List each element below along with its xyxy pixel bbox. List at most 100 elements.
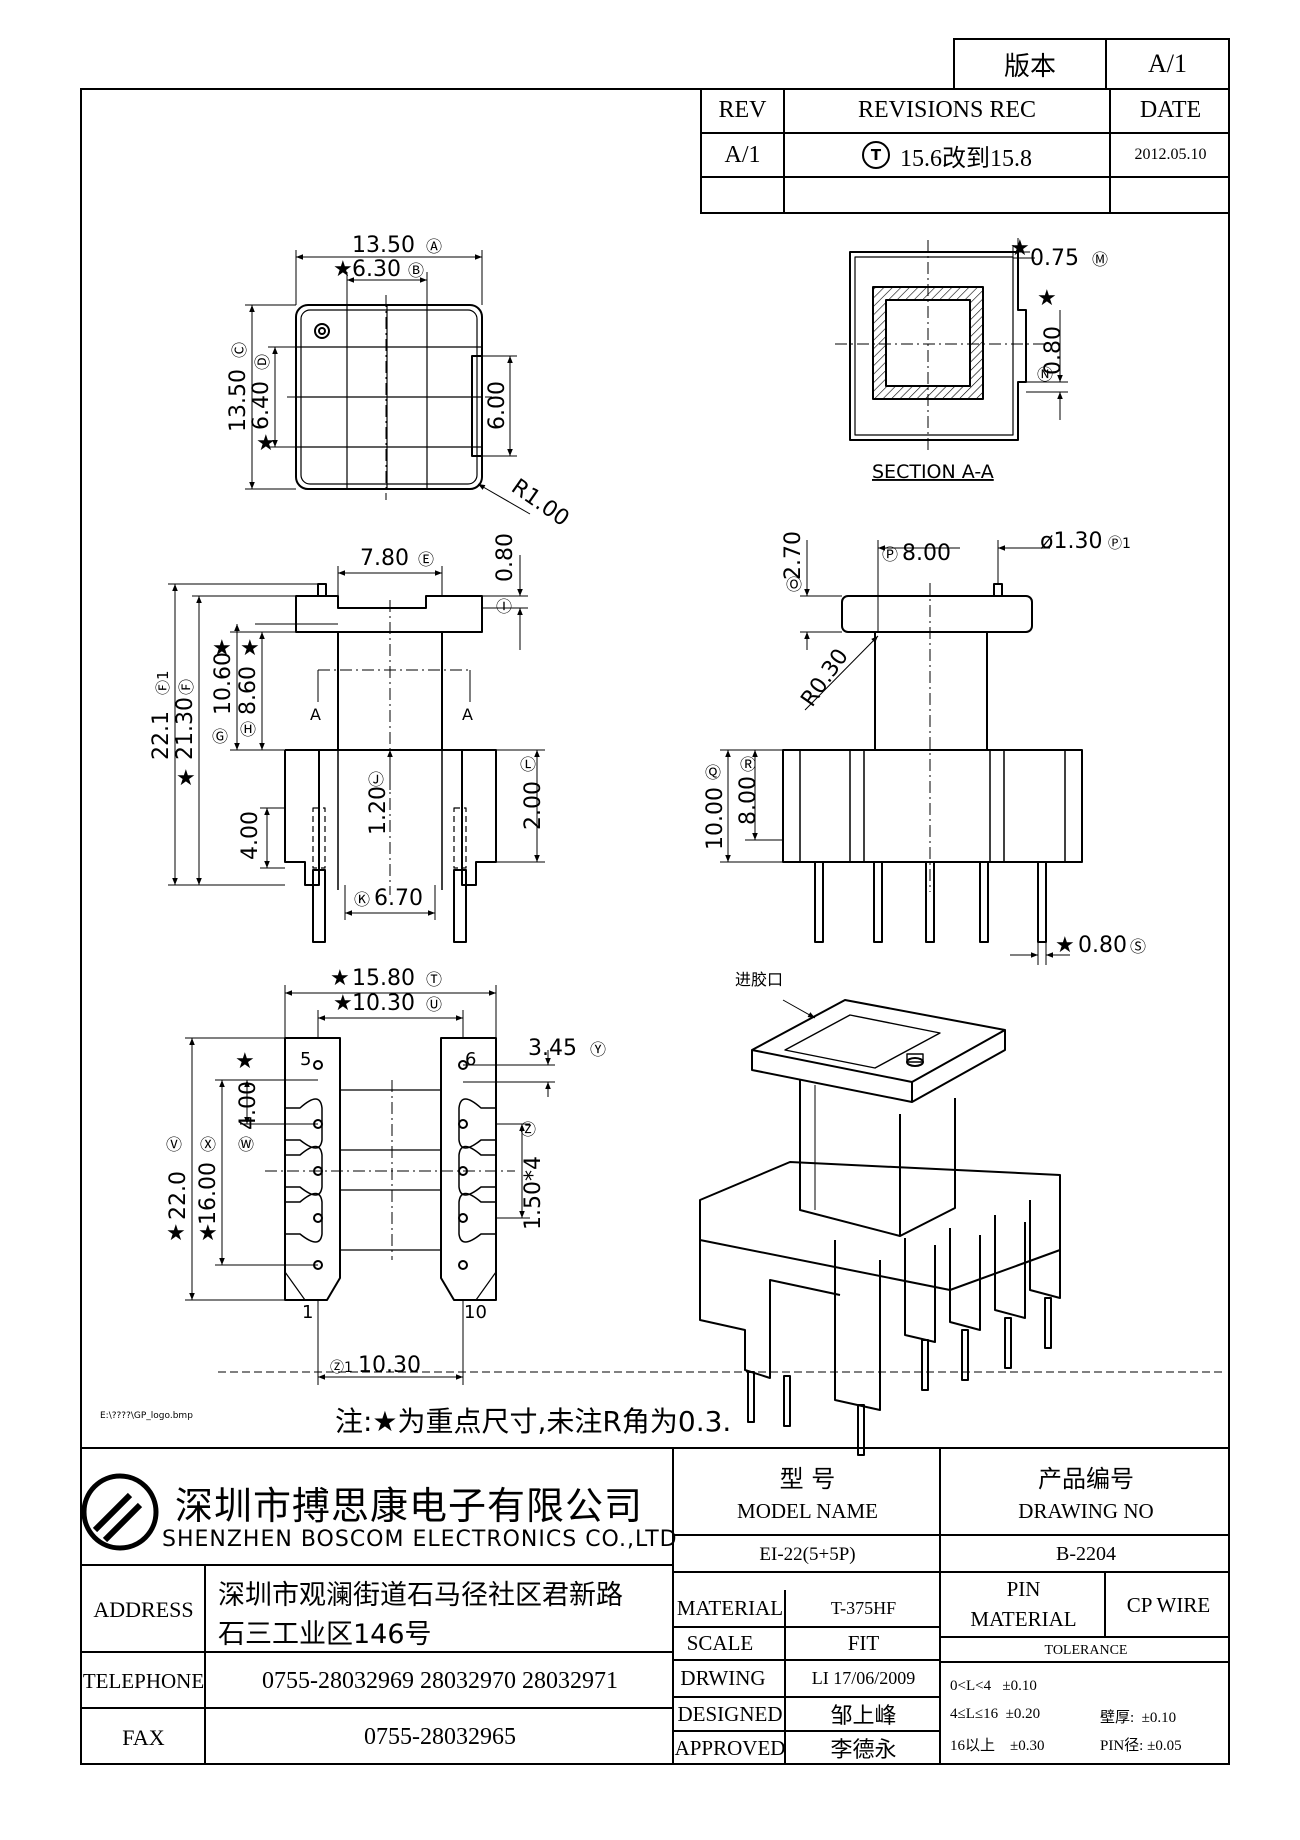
dim-s: 0.80 xyxy=(1078,933,1127,958)
approved-value: 李德永 xyxy=(830,1738,897,1763)
tolerance-row-3: 16以上 ±0.30 xyxy=(950,1738,1045,1754)
company-name-cn: 深圳市搏思康电子有限公司 xyxy=(175,1484,644,1528)
tag-q: Ⓠ xyxy=(705,763,721,782)
dim-b: 6.30 xyxy=(352,257,401,282)
pin-10: 10 xyxy=(464,1302,487,1323)
rev-value: A/1 xyxy=(724,141,761,168)
tag-f1: Ⓕ1 xyxy=(154,670,172,695)
dim-a: 13.50 xyxy=(352,233,415,258)
dim-f1: 22.1 xyxy=(149,711,174,760)
company-logo-icon xyxy=(81,1473,159,1551)
tolerance-wall: 壁厚: ±0.10 xyxy=(1100,1710,1177,1726)
material-value: T-375HF xyxy=(830,1598,897,1618)
revision-text: 15.6改到15.8 xyxy=(900,145,1032,172)
dim-z1: 10.30 xyxy=(358,1353,421,1378)
model-label-en: MODEL NAME xyxy=(737,1498,878,1523)
dim-k: 6.70 xyxy=(374,886,423,911)
scale-label: SCALE xyxy=(686,1631,754,1655)
tag-r: Ⓡ xyxy=(740,755,756,774)
pin-material-label-2: MATERIAL xyxy=(970,1607,1077,1631)
drawing-label: DRWING xyxy=(680,1666,766,1690)
telephone-value: 0755-28032969 28032970 28032971 xyxy=(262,1667,618,1694)
dim-slot: 6.00 xyxy=(485,381,510,430)
isometric-view xyxy=(699,999,1061,1456)
dim-z: 1.50*4 xyxy=(521,1156,546,1230)
tag-i: Ⓘ xyxy=(496,597,512,616)
address-label: ADDRESS xyxy=(93,1596,194,1622)
drawing-note: 注:★为重点尺寸,未注R角为0.3. xyxy=(335,1405,732,1438)
telephone-label: TELEPHONE xyxy=(82,1668,205,1693)
star-h: ★ xyxy=(240,636,260,661)
pin-material-label-1: PIN xyxy=(1006,1576,1041,1601)
material-label: MATERIAL xyxy=(676,1596,784,1620)
dim-o: 2.70 xyxy=(781,531,806,580)
star-s: ★ xyxy=(1055,933,1075,958)
drawing-frame xyxy=(80,88,1230,1765)
radius-top: R1.00 xyxy=(507,474,574,531)
approved-label: APPROVED xyxy=(674,1735,786,1760)
rev-date: 2012.05.10 xyxy=(1134,146,1207,163)
pin-1: 1 xyxy=(302,1302,313,1323)
star-w: ★ xyxy=(235,1049,255,1074)
version-box: 版本 A/1 xyxy=(953,38,1230,88)
tolerance-row-1: 0<L<4 ±0.10 xyxy=(950,1678,1037,1694)
tag-t: Ⓣ xyxy=(426,970,442,989)
dim-f: 21.30 xyxy=(173,697,198,760)
gate-label: 进胶口 xyxy=(735,970,783,989)
tag-u: Ⓤ xyxy=(426,995,442,1014)
star-d: ★ xyxy=(256,431,276,456)
fax-label: FAX xyxy=(122,1724,165,1750)
tag-k: Ⓚ xyxy=(354,890,370,909)
tag-y: Ⓨ xyxy=(590,1040,606,1059)
date-header: DATE xyxy=(1139,96,1202,123)
section-mark-left: A xyxy=(310,705,321,724)
front-view xyxy=(168,555,545,943)
side-view xyxy=(720,540,1083,965)
tag-s: Ⓢ xyxy=(1130,937,1146,956)
star-m: ★ xyxy=(1010,236,1030,261)
revision-mark-icon: T xyxy=(862,141,890,169)
dim-r: 8.00 xyxy=(736,776,761,825)
rev-header: REV xyxy=(718,96,767,123)
designed-value: 邹上峰 xyxy=(830,1704,897,1729)
star-t: ★ xyxy=(330,966,350,991)
section-view xyxy=(835,238,1068,452)
tag-e: Ⓔ xyxy=(418,550,434,569)
tag-o: Ⓞ xyxy=(786,575,802,594)
bottom-view xyxy=(185,985,1225,1385)
dim-t: 15.80 xyxy=(352,966,415,991)
address-line2: 石三工业区146号 xyxy=(218,1619,432,1650)
dim-4: 4.00 xyxy=(238,811,263,860)
version-label: 版本 xyxy=(955,40,1107,88)
drawing-value: LI 17/06/2009 xyxy=(811,1668,916,1688)
designed-label: DESIGNED xyxy=(677,1701,783,1726)
scale-value: FIT xyxy=(847,1631,880,1655)
radius-side: R0.30 xyxy=(796,644,853,711)
tag-m: Ⓜ xyxy=(1092,250,1108,269)
dim-n: 0.80 xyxy=(1041,326,1066,375)
star-f: ★ xyxy=(176,766,196,791)
tolerance-pin: PIN径: ±0.05 xyxy=(1100,1738,1182,1754)
tag-c: Ⓒ xyxy=(230,342,249,358)
tag-d: Ⓓ xyxy=(253,354,272,370)
address-line1: 深圳市观澜街道石马径社区君新路 xyxy=(218,1580,623,1611)
drawing-no-label-en: DRAWING NO xyxy=(1018,1498,1154,1523)
top-view xyxy=(245,250,531,515)
dim-g: 10.60 xyxy=(211,652,236,715)
tag-x: Ⓧ xyxy=(200,1135,216,1154)
dim-u: 10.30 xyxy=(352,991,415,1016)
model-value: EI-22(5+5P) xyxy=(759,1543,856,1565)
section-mark-right: A xyxy=(462,705,473,724)
rec-header: REVISIONS REC xyxy=(857,96,1037,123)
star-x: ★ xyxy=(198,1221,218,1246)
dim-q: 10.00 xyxy=(703,787,728,850)
tag-h: Ⓗ xyxy=(240,720,256,739)
tag-a: Ⓐ xyxy=(426,237,442,256)
section-label: SECTION A-A xyxy=(872,461,994,483)
pin-5: 5 xyxy=(300,1049,311,1070)
model-label-cn: 型 号 xyxy=(779,1464,836,1493)
dim-h: 8.60 xyxy=(236,666,261,715)
tag-z1: Ⓩ1 xyxy=(330,1360,353,1376)
dim-c: 13.50 xyxy=(226,369,251,432)
tag-p: Ⓟ xyxy=(882,545,898,564)
